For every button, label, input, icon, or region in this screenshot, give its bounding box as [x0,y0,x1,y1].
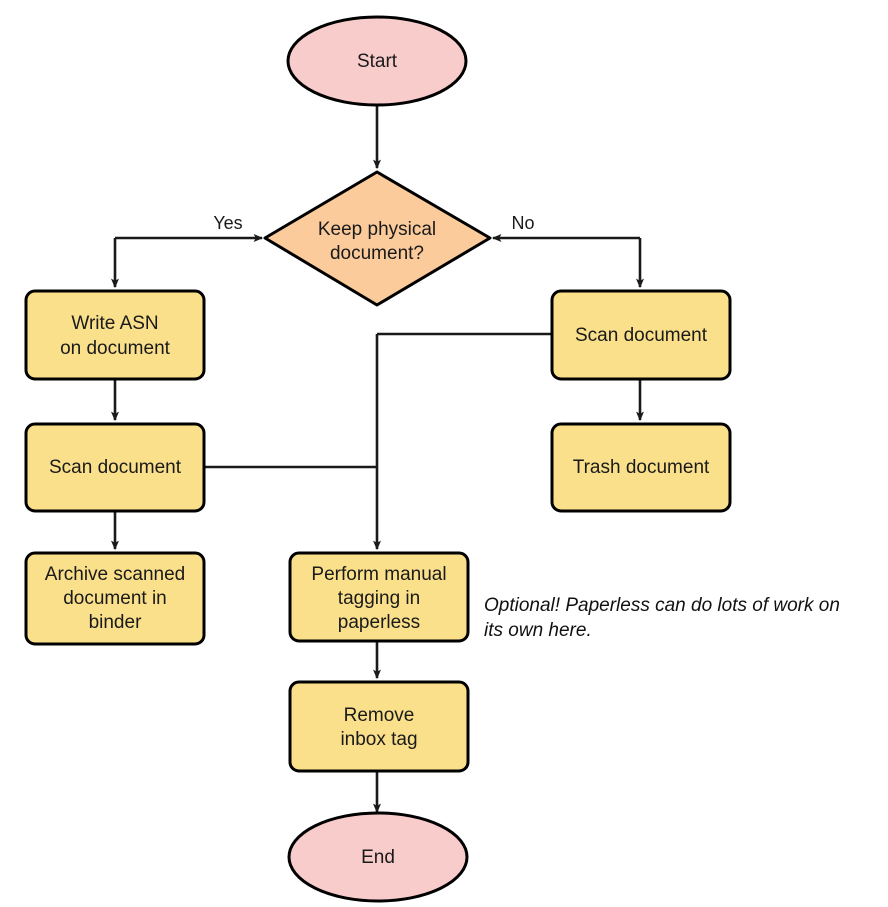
node-perform-manual-tagging[interactable]: Perform manual tagging in paperless [288,551,470,643]
write-asn-label-line2: on document [60,338,171,359]
remove-inbox-label-line2: inbox tag [340,729,417,750]
trash-document-label: Trash document [573,457,710,478]
node-layer: Start Keep physical document? Write ASN … [24,15,732,903]
start-label: Start [357,51,398,72]
trash-document-box[interactable] [550,422,732,513]
node-write-asn[interactable]: Write ASN on document [24,289,206,381]
edge-layer [111,101,644,814]
start-ellipse[interactable] [286,15,468,107]
node-decision-keep-physical-document[interactable]: Keep physical document? [263,170,492,307]
node-start[interactable]: Start [286,15,468,107]
scan-document-left-box[interactable] [24,422,206,513]
write-asn-box[interactable] [24,289,206,381]
edge-label-yes: Yes [213,213,242,233]
tagging-label-line3: paperless [338,612,420,633]
remove-inbox-tag-box[interactable] [288,680,470,773]
edge-label-layer: Yes No [213,213,534,233]
archive-label-line3: binder [89,612,142,633]
write-asn-label-line1: Write ASN [71,313,158,334]
tagging-box[interactable] [288,551,470,643]
scan-document-right-label: Scan document [575,325,708,346]
archive-label-line2: document in [63,588,167,609]
tagging-label-line1: Perform manual [311,564,446,585]
node-end[interactable]: End [287,811,469,903]
node-archive-scanned-document[interactable]: Archive scanned document in binder [24,551,206,646]
annotation-optional-paperless: Optional! Paperless can do lots of work … [484,595,840,641]
decision-label-line1: Keep physical [318,219,436,240]
node-scan-document-left[interactable]: Scan document [24,422,206,513]
end-label: End [361,847,395,868]
remove-inbox-label-line1: Remove [344,705,415,726]
annotation-line-2: its own here. [484,620,592,641]
decision-label-line2: document? [330,243,424,264]
archive-box[interactable] [24,551,206,646]
tagging-label-line2: tagging in [338,588,420,609]
archive-label-line1: Archive scanned [45,564,185,585]
node-trash-document[interactable]: Trash document [550,422,732,513]
node-scan-document-right[interactable]: Scan document [550,289,732,381]
node-remove-inbox-tag[interactable]: Remove inbox tag [288,680,470,773]
end-ellipse[interactable] [287,811,469,903]
decision-diamond[interactable] [263,170,492,307]
scan-document-left-label: Scan document [49,457,182,478]
scan-document-right-box[interactable] [550,289,732,381]
annotation-line-1: Optional! Paperless can do lots of work … [484,595,840,616]
edge-label-no: No [511,213,534,233]
